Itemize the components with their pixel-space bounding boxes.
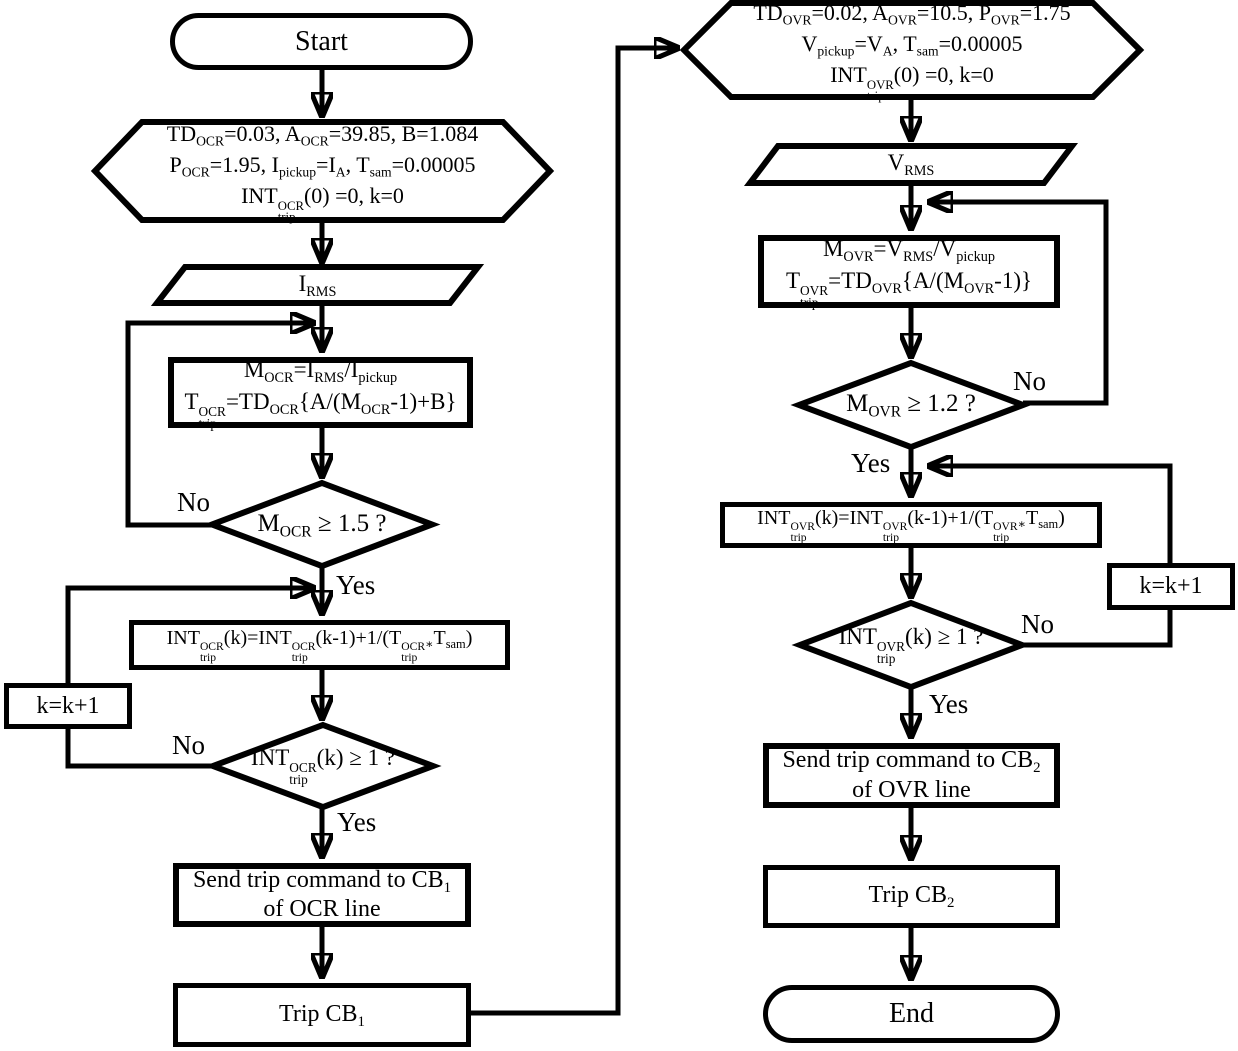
ovr-increment-label: k=k+1 xyxy=(1139,573,1203,599)
diamond-shape xyxy=(204,721,442,811)
ovr-ratio-yes-label: Yes xyxy=(851,448,891,478)
loop-ocr-increment-to-merge xyxy=(65,588,314,683)
ovr-ratio-decision-label: MOVR ≥ 1.2 ? xyxy=(846,390,976,421)
ovr-send-line-1: Send trip command to CB2 xyxy=(782,747,1041,777)
ocr-ratio-decision-diamond: MOCR ≥ 1.5 ? xyxy=(203,479,441,570)
ovr-int-yes-label: Yes xyxy=(929,689,969,719)
start-label: Start xyxy=(295,25,348,57)
ovr-increment-box: k=k+1 xyxy=(1107,563,1235,610)
ovr-init-line-1: TDOVR=0.02, AOVR=10.5, POVR=1.75 xyxy=(753,0,1071,28)
ocr-trip-label: Trip CB1 xyxy=(279,1000,365,1030)
loop-ocr-int-no-to-increment xyxy=(65,729,215,769)
ocr-init-hexagon: TDOCR=0.03, AOCR=39.85, B=1.084 POCR=1.9… xyxy=(90,119,555,224)
ocr-init-line-1: TDOCR=0.03, AOCR=39.85, B=1.084 xyxy=(166,120,479,149)
end-terminator: End xyxy=(763,985,1060,1043)
ocr-init-line-2: POCR=1.95, Ipickup=IA, Tsam=0.00005 xyxy=(169,151,476,180)
parallelogram-shape xyxy=(743,143,1079,186)
ocr-compute-line-1: MOCR=IRMS/Ipickup xyxy=(243,357,398,387)
ocr-int-no-label: No xyxy=(172,730,205,760)
ocr-send-line-2: of OCR line xyxy=(263,896,381,923)
ovr-ratio-no-label: No xyxy=(1013,366,1046,396)
ocr-send-trip-box: Send trip command to CB1 of OCR line xyxy=(173,863,471,927)
vrms-label: VRMS xyxy=(887,150,935,180)
ovr-ratio-decision-diamond: MOVR ≥ 1.2 ? xyxy=(790,359,1032,451)
ovr-trip-label: Trip CB2 xyxy=(868,882,955,912)
hexagon-shape xyxy=(90,119,555,223)
loop-ovr-int-no-to-increment xyxy=(1022,610,1173,648)
loop-ovr-ratio-no xyxy=(929,202,1109,406)
ocr-ratio-no-label: No xyxy=(177,487,210,517)
start-terminator: Start xyxy=(170,13,473,70)
connector-tripcb1-to-ovr-init xyxy=(471,48,678,1016)
ovr-compute-line-1: MOVR=VRMS/Vpickup xyxy=(822,236,996,266)
end-label: End xyxy=(888,998,935,1029)
irms-label: IRMS xyxy=(298,270,337,300)
ocr-increment-label: k=k+1 xyxy=(36,692,100,719)
ovr-send-trip-box: Send trip command to CB2 of OVR line xyxy=(763,743,1060,808)
parallelogram-shape xyxy=(150,264,485,306)
ocr-trip-box: Trip CB1 xyxy=(173,983,471,1047)
ovr-trip-box: Trip CB2 xyxy=(763,865,1060,928)
diamond-shape xyxy=(203,479,441,570)
ocr-ratio-yes-label: Yes xyxy=(336,570,376,600)
ovr-send-line-2: of OVR line xyxy=(852,776,971,803)
vrms-input-parallelogram: VRMS xyxy=(743,143,1079,186)
loop-ocr-ratio-no xyxy=(125,323,314,528)
ocr-int-yes-label: Yes xyxy=(337,807,377,837)
ocr-increment-box: k=k+1 xyxy=(4,683,132,729)
diamond-shape xyxy=(791,599,1031,691)
hexagon-shape xyxy=(679,0,1145,100)
ovr-init-line-2: Vpickup=VA, Tsam=0.00005 xyxy=(801,30,1023,59)
loop-ovr-increment-to-merge xyxy=(929,466,1173,563)
ovr-init-hexagon: TDOVR=0.02, AOVR=10.5, POVR=1.75 Vpickup… xyxy=(679,0,1145,103)
ovr-int-no-label: No xyxy=(1021,609,1054,639)
ocr-ratio-decision-label: MOCR ≥ 1.5 ? xyxy=(257,509,387,540)
irms-input-parallelogram: IRMS xyxy=(150,264,485,306)
diamond-shape xyxy=(790,359,1032,451)
ocr-send-line-1: Send trip command to CB1 xyxy=(192,866,452,896)
